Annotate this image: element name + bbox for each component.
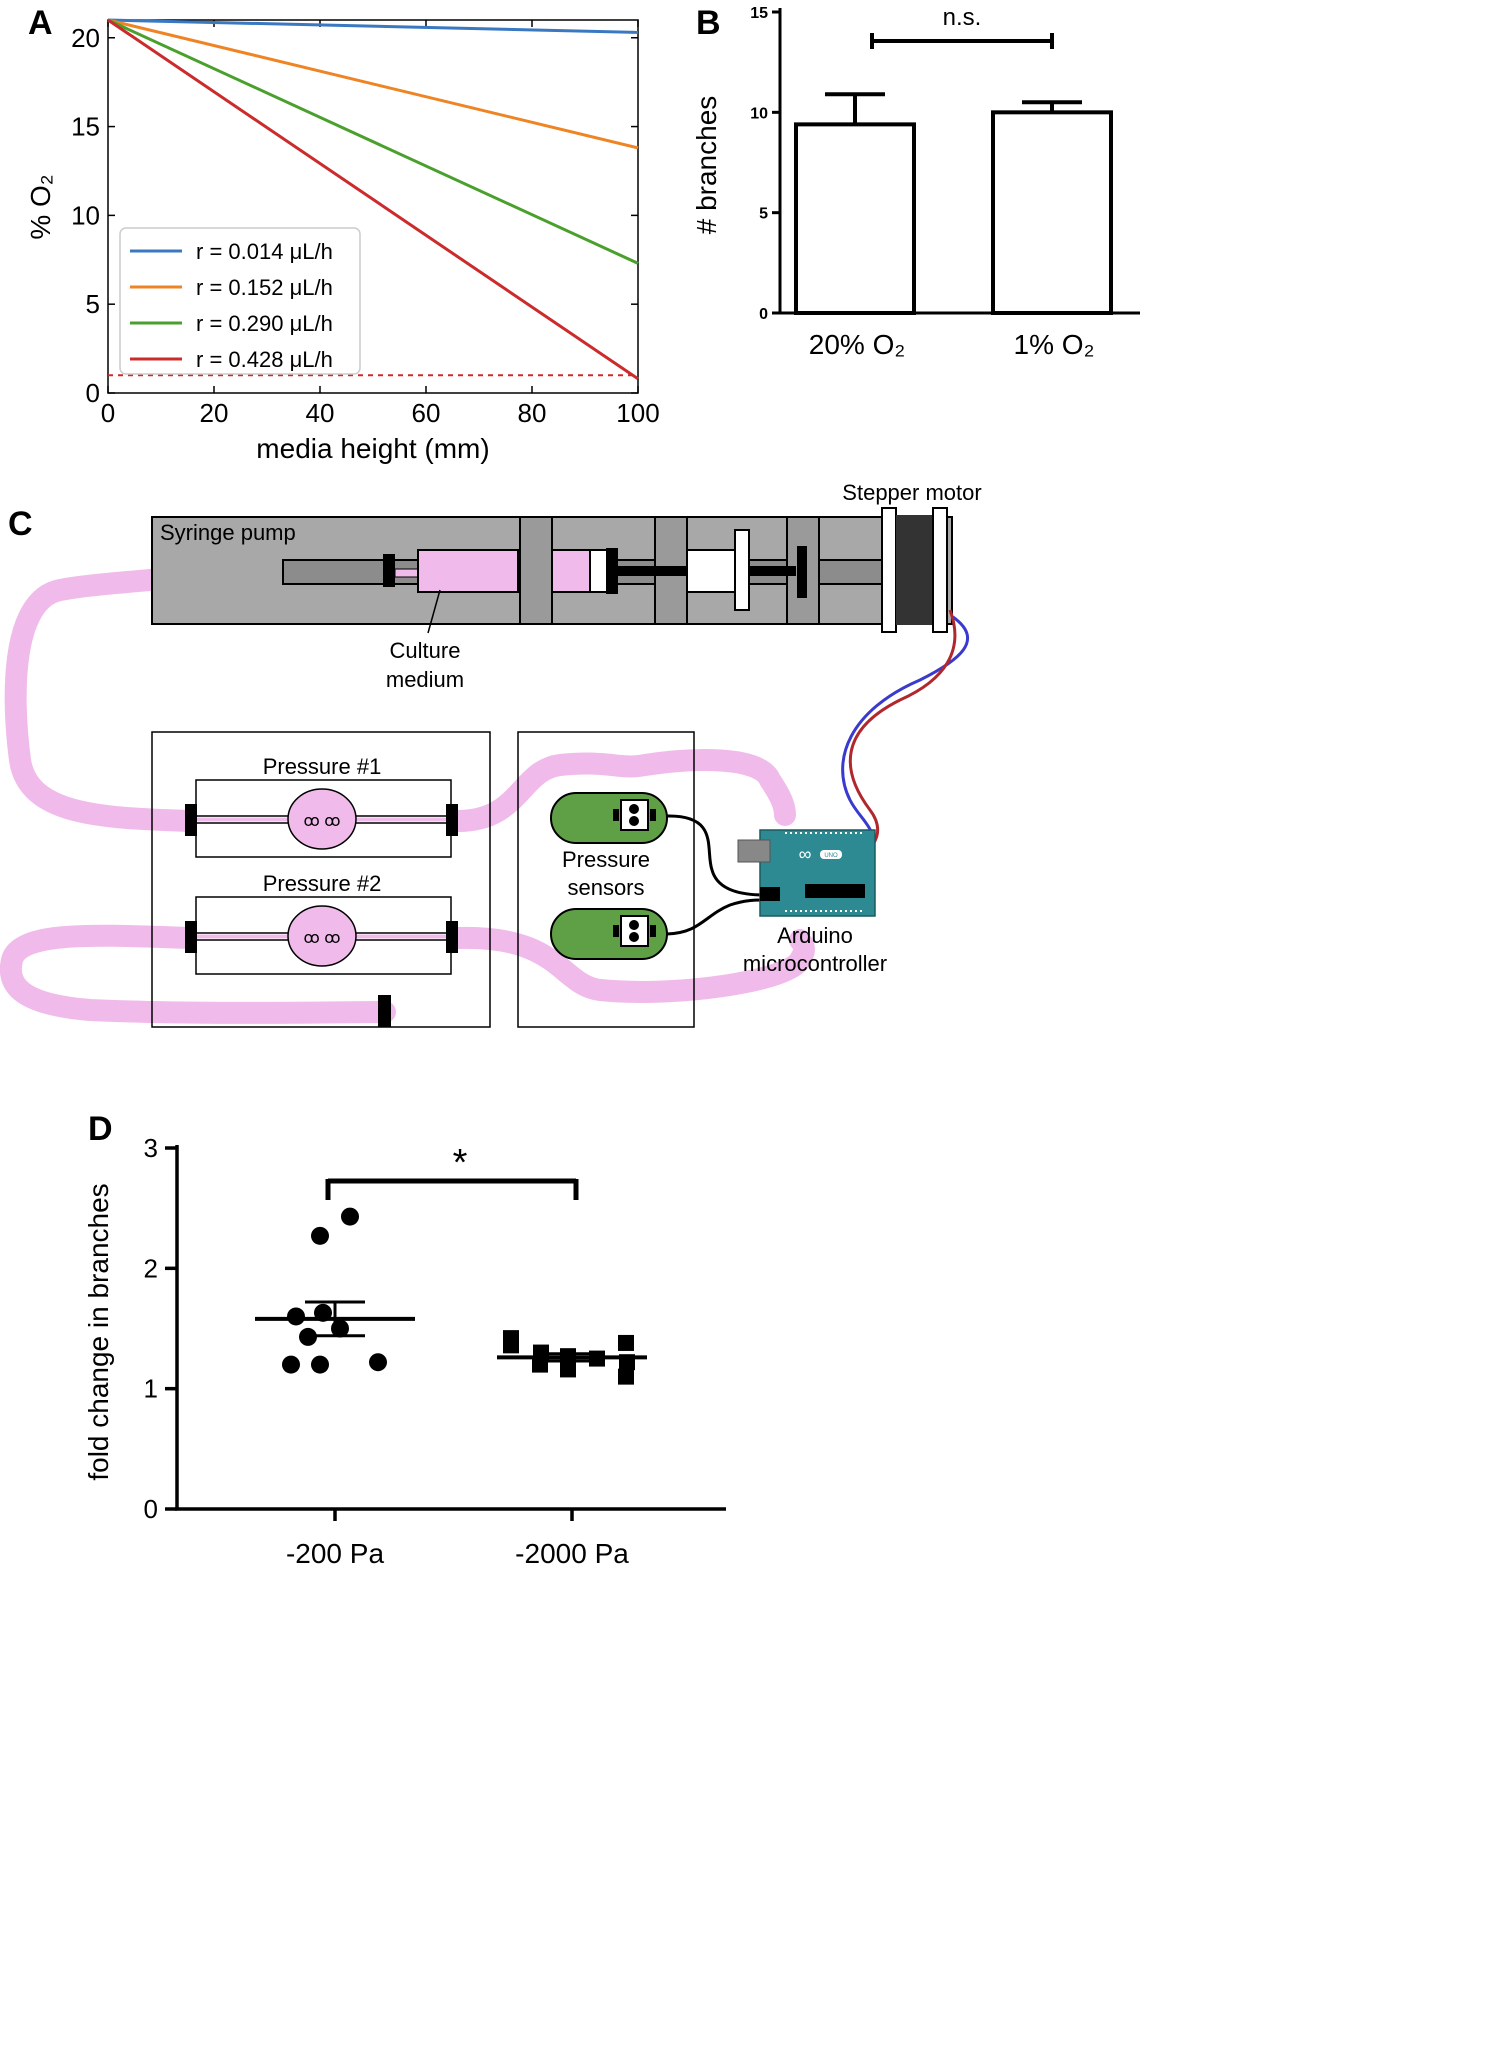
pressure-sensor-2 bbox=[550, 908, 668, 960]
data-point bbox=[618, 1334, 634, 1351]
y-tick-label: 0 bbox=[86, 378, 100, 408]
y-tick-label: 2 bbox=[144, 1253, 158, 1283]
x-tick-label: -200 Pa bbox=[286, 1538, 384, 1569]
y-tick-label: 15 bbox=[750, 5, 768, 22]
setup-diagram: Syringe pump Stepper motor Culture mediu… bbox=[0, 480, 982, 1028]
y-tick-label: 0 bbox=[144, 1494, 158, 1524]
x-tick-label: 0 bbox=[101, 398, 115, 428]
y-tick-label: 5 bbox=[759, 206, 768, 223]
panel-b-label: B bbox=[696, 4, 721, 42]
board-model-label: UNO bbox=[824, 853, 838, 859]
sensors-label-1: Pressure bbox=[562, 847, 650, 872]
tubing-chamber2-to-sensor bbox=[447, 926, 815, 1003]
culture-medium-label-2: medium bbox=[386, 667, 464, 692]
data-point bbox=[618, 1368, 634, 1385]
sensor-wire-2 bbox=[666, 898, 766, 936]
data-point bbox=[282, 1355, 300, 1374]
svg-text:ꝏ ꝏ: ꝏ ꝏ bbox=[303, 930, 340, 947]
legend-label-1: r = 0.152 μL/h bbox=[196, 275, 333, 300]
legend-label-3: r = 0.428 μL/h bbox=[196, 347, 333, 372]
data-point bbox=[369, 1353, 387, 1372]
fold-change-scatter-chart: 0 1 2 3 -200 Pa -2000 Pa * fold change in br… bbox=[83, 1133, 726, 1569]
y-tick-label: 20 bbox=[71, 23, 100, 53]
x-tick-label: 1% O₂ bbox=[1014, 329, 1095, 360]
series-line-0 bbox=[107, 18, 639, 34]
y-tick-label: 1 bbox=[144, 1374, 158, 1404]
x-axis-label: media height (mm) bbox=[256, 433, 489, 464]
motor-wire-red bbox=[848, 609, 957, 854]
series-line-3 bbox=[107, 18, 639, 381]
data-point bbox=[311, 1226, 329, 1245]
legend-label-0: r = 0.014 μL/h bbox=[196, 239, 333, 264]
chambers-box bbox=[151, 731, 491, 1028]
sensors-box bbox=[517, 731, 695, 1028]
culture-medium-pointer bbox=[427, 589, 441, 634]
syringe-pump-label: Syringe pump bbox=[160, 520, 296, 545]
pressure-chamber-2: ꝏ ꝏ bbox=[185, 896, 458, 975]
y-tick-label: 15 bbox=[71, 112, 100, 142]
bar-0 bbox=[794, 122, 916, 315]
series-line-2 bbox=[107, 18, 639, 265]
motor-wire-blue bbox=[841, 615, 969, 864]
x-tick-label: 80 bbox=[518, 398, 547, 428]
pressure-sensor-1 bbox=[550, 792, 668, 844]
x-tick-label: 60 bbox=[412, 398, 441, 428]
x-tick-label: 20% O₂ bbox=[809, 329, 905, 360]
data-point bbox=[311, 1355, 329, 1374]
y-axis-label: fold change in branches bbox=[83, 1183, 114, 1480]
data-point bbox=[341, 1207, 359, 1226]
arduino-board: ∞ UNO bbox=[737, 829, 876, 917]
y-tick-label: 3 bbox=[144, 1133, 158, 1163]
significance-label: n.s. bbox=[943, 4, 982, 31]
culture-medium-label-1: Culture bbox=[390, 638, 461, 663]
panel-c-label: C bbox=[8, 505, 33, 543]
arduino-label-2: microcontroller bbox=[743, 951, 887, 976]
data-point bbox=[287, 1307, 305, 1326]
stepper-motor-label: Stepper motor bbox=[842, 480, 981, 505]
sensors-label-2: sensors bbox=[567, 875, 644, 900]
tubing-chamber2-loop bbox=[0, 924, 396, 1024]
y-tick-label: 10 bbox=[750, 105, 768, 122]
bar-1 bbox=[991, 110, 1113, 316]
series-line-1 bbox=[107, 18, 639, 150]
branches-bar-chart: 0 5 10 15 20% O₂ 1% O₂ n.s. # branches bbox=[691, 4, 1140, 360]
pressure-1-label: Pressure #1 bbox=[263, 754, 382, 779]
data-point bbox=[560, 1361, 576, 1378]
panel-a-label: A bbox=[28, 4, 53, 42]
y-tick-label: 5 bbox=[86, 289, 100, 319]
x-tick-label: 20 bbox=[200, 398, 229, 428]
syringe-pump bbox=[151, 507, 953, 633]
pressure-2-label: Pressure #2 bbox=[263, 871, 382, 896]
x-tick-label: -2000 Pa bbox=[515, 1538, 629, 1569]
y-axis-label: % O₂ bbox=[25, 174, 56, 239]
significance-bracket bbox=[870, 33, 1054, 49]
panel-d-label: D bbox=[88, 1110, 113, 1148]
chart-legend: r = 0.014 μL/h r = 0.152 μL/h r = 0.290 μL… bbox=[119, 227, 361, 375]
significance-bracket bbox=[325, 1178, 579, 1200]
x-tick-label: 100 bbox=[616, 398, 659, 428]
y-tick-label: 10 bbox=[71, 200, 100, 230]
legend-label-2: r = 0.290 μL/h bbox=[196, 311, 333, 336]
tubing-end-cap bbox=[378, 995, 391, 1027]
y-tick-label: 0 bbox=[759, 306, 768, 323]
plot-frame bbox=[107, 19, 639, 394]
arduino-label-1: Arduino bbox=[777, 923, 853, 948]
svg-text:∞: ∞ bbox=[799, 844, 812, 864]
significance-label: * bbox=[453, 1142, 468, 1184]
data-point bbox=[503, 1337, 519, 1354]
svg-text:ꝏ ꝏ: ꝏ ꝏ bbox=[303, 813, 340, 830]
tubing-chamber1-to-sensor bbox=[447, 749, 796, 832]
pressure-chamber-1: ꝏ ꝏ bbox=[185, 779, 458, 858]
x-tick-label: 40 bbox=[306, 398, 335, 428]
sensor-wire-1 bbox=[666, 814, 766, 897]
y-axis-label: # branches bbox=[691, 96, 722, 235]
